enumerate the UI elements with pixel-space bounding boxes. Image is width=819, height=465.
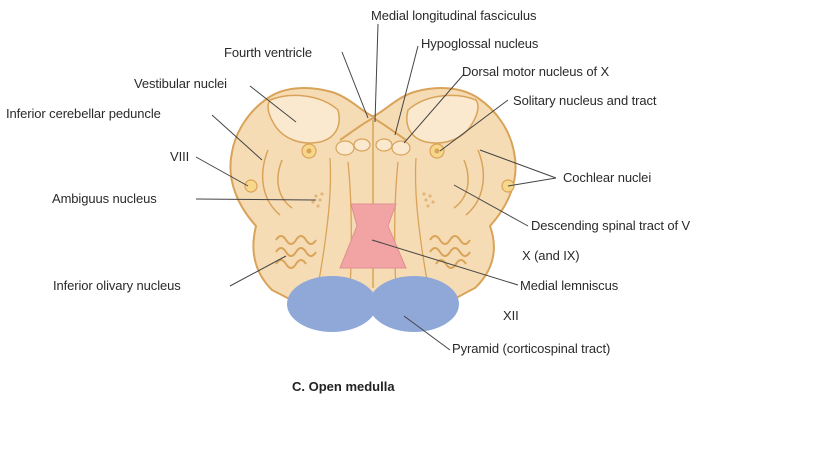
label-pyramid: Pyramid (corticospinal tract)	[452, 341, 611, 356]
spinal-tract-v	[261, 149, 485, 216]
left-vestibular-region	[267, 94, 340, 144]
label-hypoglossal-nucleus: Hypoglossal nucleus	[421, 36, 539, 51]
label-fourth-ventricle: Fourth ventricle	[224, 45, 312, 60]
inferior-olivary-nuclei	[275, 235, 471, 269]
leader-lines	[195, 23, 557, 351]
floor-nuclei	[335, 138, 411, 156]
right-vestibular-region	[406, 94, 479, 144]
nerve-roots	[317, 157, 429, 291]
solitary-nuclei	[301, 143, 445, 159]
label-inferior-cerebellar-peduncle: Inferior cerebellar peduncle	[6, 106, 161, 121]
label-x-and-ix: X (and IX)	[522, 248, 580, 263]
label-inferior-olivary-nucleus: Inferior olivary nucleus	[53, 278, 181, 293]
pyramid-left	[287, 276, 377, 332]
label-cochlear-nuclei: Cochlear nuclei	[563, 170, 652, 185]
label-descending-spinal-tract: Descending spinal tract of V	[531, 218, 691, 233]
label-viii: VIII	[170, 149, 190, 164]
ambiguus-nuclei	[311, 192, 435, 208]
label-medial-longitudinal-fasciculus: Medial longitudinal fasciculus	[371, 8, 537, 23]
label-vestibular-nuclei: Vestibular nuclei	[134, 76, 227, 91]
figure-caption: C. Open medulla	[292, 379, 395, 394]
medial-lemniscus	[339, 203, 407, 269]
label-ambiguus-nucleus: Ambiguus nucleus	[52, 191, 157, 206]
label-medial-lemniscus: Medial lemniscus	[520, 278, 619, 293]
label-solitary-nucleus: Solitary nucleus and tract	[513, 93, 657, 108]
label-xii: XII	[503, 308, 519, 323]
pyramid-right	[369, 276, 459, 332]
label-dorsal-motor-nucleus: Dorsal motor nucleus of X	[462, 64, 610, 79]
